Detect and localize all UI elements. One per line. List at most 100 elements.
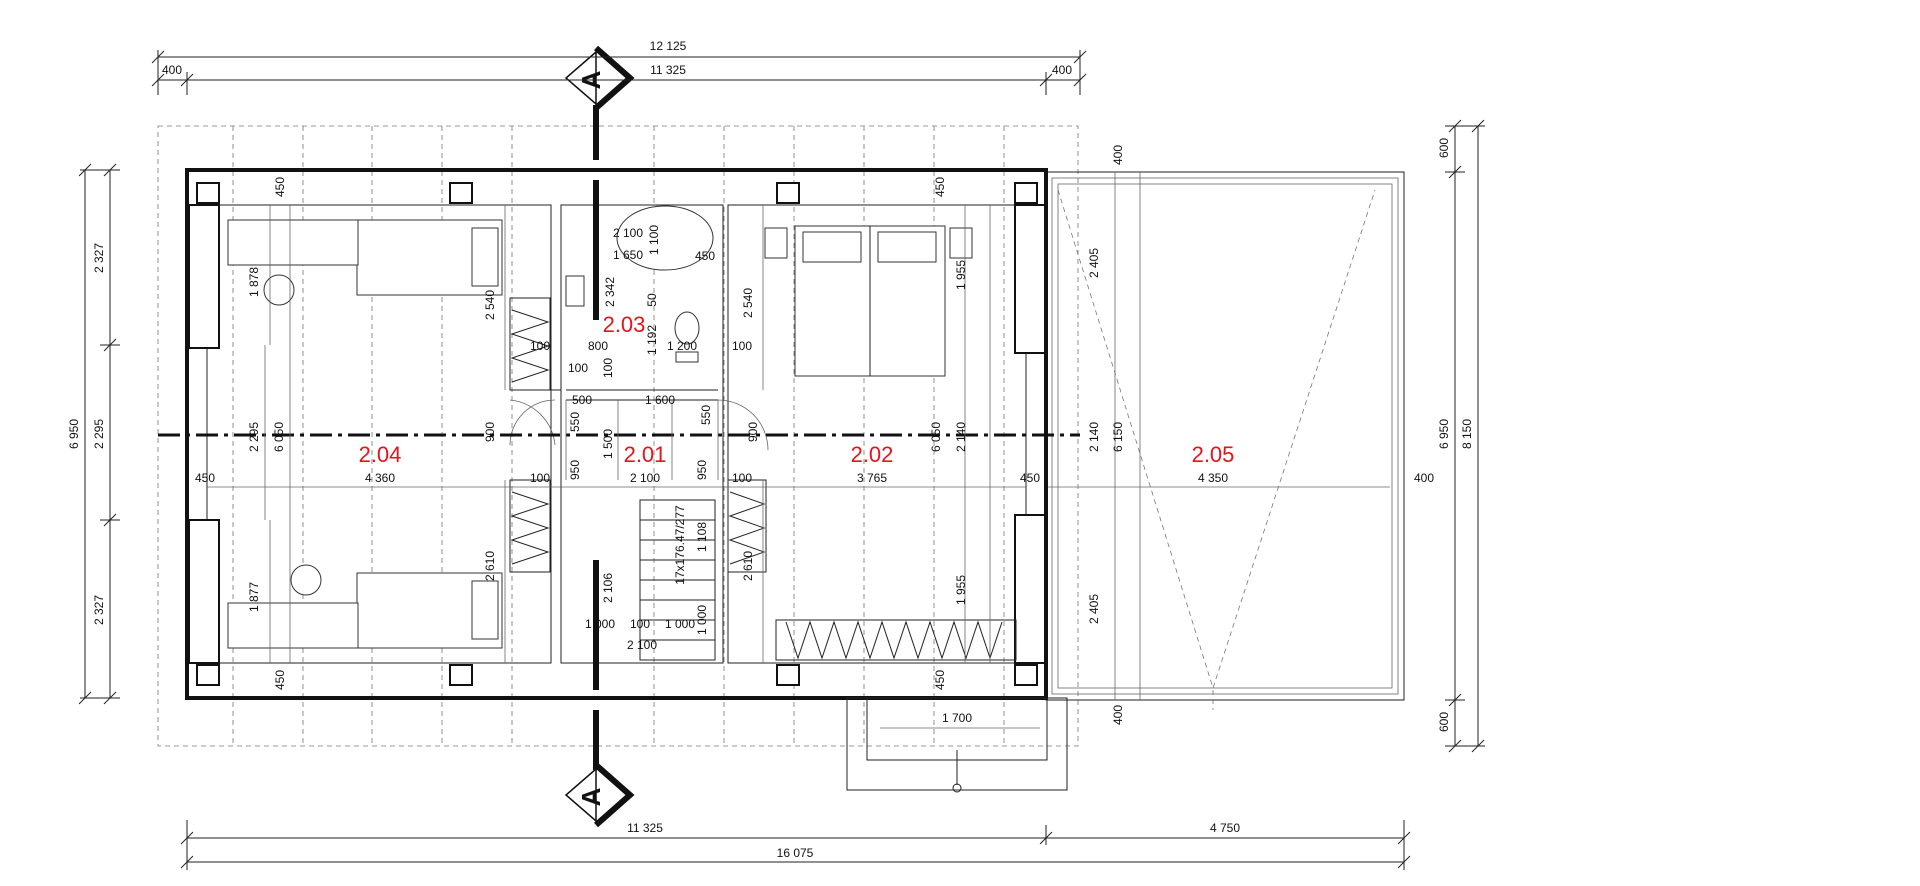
dim-inner-width: 11 325 (650, 63, 686, 77)
svg-text:1 650: 1 650 (613, 248, 643, 262)
svg-text:450: 450 (273, 670, 287, 690)
dim-right-overhang: 400 (1052, 63, 1072, 77)
dim-left-bottom: 2 327 (92, 595, 106, 625)
double-bed-2-02 (764, 225, 973, 377)
svg-text:500: 500 (572, 393, 592, 407)
svg-text:3 765: 3 765 (857, 471, 887, 485)
svg-text:550: 550 (568, 412, 582, 432)
top-dimension-lines (151, 50, 1087, 95)
room-label-2-03: 2.03 (603, 312, 646, 337)
dim-bottom-overall: 16 075 (777, 846, 814, 860)
svg-text:1 600: 1 600 (645, 393, 675, 407)
svg-text:1 500: 1 500 (601, 429, 615, 459)
svg-text:1 200: 1 200 (667, 339, 697, 353)
svg-text:2 100: 2 100 (630, 471, 660, 485)
svg-text:6 150: 6 150 (1111, 422, 1125, 452)
dim-overall-width: 12 125 (650, 39, 687, 53)
desk-2-04-bottom (227, 564, 359, 649)
svg-text:2.01: 2.01 (624, 442, 667, 467)
dim-left-overhang: 400 (162, 63, 182, 77)
svg-text:950: 950 (568, 460, 582, 480)
entrance-porch (846, 697, 1068, 793)
wardrobes (509, 297, 1017, 661)
roof-outline (157, 125, 1079, 747)
svg-text:2 342: 2 342 (603, 277, 617, 307)
svg-text:400: 400 (1414, 471, 1434, 485)
left-dimension-lines (78, 163, 120, 705)
svg-text:2 140: 2 140 (954, 422, 968, 452)
svg-text:2 106: 2 106 (601, 573, 615, 603)
svg-text:2 100: 2 100 (613, 226, 643, 240)
svg-text:1 955: 1 955 (954, 575, 968, 605)
dim-bottom-left: 11 325 (627, 821, 663, 835)
svg-text:1 192: 1 192 (645, 325, 659, 355)
svg-text:900: 900 (746, 422, 760, 442)
svg-text:2 295: 2 295 (247, 422, 261, 452)
room-label-2-04: 2.04 4 360 (359, 442, 402, 485)
section-cut-line (593, 45, 635, 828)
right-dimension-lines (1445, 119, 1485, 753)
svg-text:1 878: 1 878 (247, 267, 261, 297)
svg-text:400: 400 (1111, 145, 1125, 165)
svg-text:450: 450 (1020, 471, 1040, 485)
svg-text:1 700: 1 700 (942, 711, 972, 725)
svg-text:100: 100 (530, 339, 550, 353)
svg-text:2 100: 2 100 (627, 638, 657, 652)
svg-text:1 100: 1 100 (647, 225, 661, 255)
dim-right-overall-b: 8 150 (1460, 419, 1474, 449)
svg-text:2 405: 2 405 (1087, 248, 1101, 278)
door-swings (509, 399, 769, 451)
staircase (639, 499, 716, 661)
dim-left-overall: 6 950 (67, 419, 81, 449)
svg-text:1 955: 1 955 (954, 260, 968, 290)
svg-text:2 540: 2 540 (483, 290, 497, 320)
svg-text:2.04: 2.04 (359, 442, 402, 467)
dim-right-overall-a: 6 950 (1437, 419, 1451, 449)
svg-text:2 610: 2 610 (483, 551, 497, 581)
svg-text:2 540: 2 540 (741, 288, 755, 318)
dim-right-bottom: 600 (1437, 712, 1451, 732)
room-label-2-01: 2.01 2 100 (624, 442, 667, 485)
svg-text:6 050: 6 050 (929, 422, 943, 452)
room-label-2-02: 2.02 3 765 (851, 442, 894, 485)
svg-text:17x176.47/277: 17x176.47/277 (673, 505, 687, 585)
wall-posts (188, 182, 1046, 686)
svg-text:800: 800 (588, 339, 608, 353)
svg-text:1 000: 1 000 (585, 617, 615, 631)
svg-text:100: 100 (630, 617, 650, 631)
svg-text:2 140: 2 140 (1087, 422, 1101, 452)
dim-left-middle: 2 295 (92, 419, 106, 449)
dim-right-top: 600 (1437, 138, 1451, 158)
svg-text:550: 550 (699, 405, 713, 425)
desk-2-04-top (227, 219, 359, 306)
bed-2-04-bottom (356, 572, 503, 649)
svg-text:2.05: 2.05 (1192, 442, 1235, 467)
svg-text:2 405: 2 405 (1087, 594, 1101, 624)
svg-text:400: 400 (1111, 705, 1125, 725)
dim-bottom-right: 4 750 (1210, 821, 1240, 835)
svg-text:1 108: 1 108 (695, 522, 709, 552)
svg-text:2.03: 2.03 (603, 312, 646, 337)
svg-text:4 360: 4 360 (365, 471, 395, 485)
bottom-dimension-lines (180, 820, 1411, 870)
section-marker-bottom: A (564, 767, 606, 823)
svg-text:450: 450 (933, 177, 947, 197)
dim-left-top: 2 327 (92, 243, 106, 273)
svg-text:A: A (576, 787, 606, 806)
svg-text:100: 100 (568, 361, 588, 375)
svg-text:100: 100 (530, 471, 550, 485)
bed-2-04-top (356, 219, 503, 296)
svg-text:6 050: 6 050 (272, 422, 286, 452)
svg-text:450: 450 (273, 177, 287, 197)
svg-text:4 350: 4 350 (1198, 471, 1228, 485)
svg-text:100: 100 (732, 471, 752, 485)
svg-text:450: 450 (195, 471, 215, 485)
svg-text:450: 450 (695, 249, 715, 263)
interior-dimension-lines (207, 172, 1141, 729)
svg-text:1 000: 1 000 (695, 605, 709, 635)
svg-text:950: 950 (695, 460, 709, 480)
svg-text:900: 900 (483, 422, 497, 442)
svg-text:100: 100 (601, 358, 615, 378)
svg-text:50: 50 (645, 293, 659, 307)
